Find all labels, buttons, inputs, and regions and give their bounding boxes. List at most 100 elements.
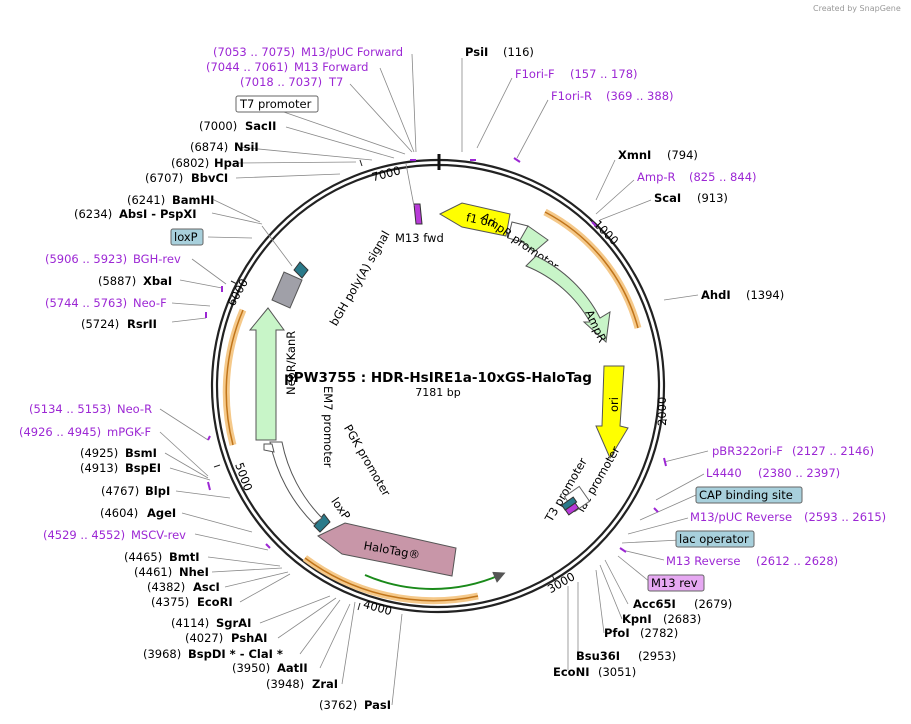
svg-text:CAP binding site: CAP binding site [699, 488, 793, 502]
svg-text:M13 fwd: M13 fwd [395, 231, 444, 245]
feature-lac-box [561, 485, 591, 516]
enzyme-bmti-pos: (4465) [124, 550, 162, 564]
primer-pbr322ori-f-pos: (2127 .. 2146) [792, 444, 874, 458]
feature-em7-promoter[interactable]: EM7 promoter [263, 386, 335, 468]
enzyme-ecori: EcoRI [197, 595, 233, 609]
feature-ampr[interactable]: AmpR [525, 255, 611, 345]
box-m13-rev[interactable]: M13 rev [647, 574, 705, 592]
enzyme-acc65i-pos: (2679) [694, 597, 732, 611]
primer-neo-r-pos: (5134 .. 5153) [29, 402, 111, 416]
feature-bgh-polya[interactable]: bGH poly(A) signal [271, 228, 393, 328]
enzyme-xbai: XbaI [143, 274, 172, 288]
enzyme-sgrai: SgrAI [216, 616, 251, 630]
enzyme-aatii-pos: (3950) [232, 661, 270, 675]
enzyme-hpai-pos: (6802) [171, 156, 209, 170]
primer-mpgk-f: mPGK-F [107, 425, 151, 439]
enzyme-psii-pos: (116) [503, 45, 534, 59]
enzyme-bmti: BmtI [169, 550, 200, 564]
enzyme-econi-pos: (3051) [598, 665, 636, 679]
enzyme-pshai-pos: (4027) [185, 631, 223, 645]
primer-m13-reverse: M13 Reverse [666, 554, 740, 568]
snapgene-credit: Created by SnapGene [813, 4, 901, 13]
connector-lines [159, 53, 709, 706]
enzyme-ahdi: AhdI [701, 288, 731, 302]
primer-m13-puc-forward-pos: (7053 .. 7075) [213, 45, 295, 59]
svg-text:loxP: loxP [174, 230, 198, 244]
primer-m13-forward: M13 Forward [294, 60, 368, 74]
enzyme-econi: EcoNI [553, 665, 589, 679]
enzyme-bamhi-pos: (6241) [127, 193, 165, 207]
enzyme-xbai-pos: (5887) [98, 274, 136, 288]
primer-f1ori-r: F1ori-R [551, 89, 592, 103]
orange-band-amp-line [544, 211, 639, 329]
feature-f1-ori[interactable]: f1 ori [438, 202, 511, 237]
svg-text:PGK promoter: PGK promoter [341, 422, 393, 499]
enzyme-pshai: PshAI [231, 631, 267, 645]
primer-t7: T7 [328, 75, 343, 89]
tick-7000: 7000 [370, 163, 402, 184]
primer-m13-puc-forward: M13/pUC Forward [301, 45, 403, 59]
enzyme-blpi: BlpI [145, 484, 170, 498]
enzyme-sacii: SacII [245, 119, 276, 133]
primer-f1ori-f: F1ori-F [515, 67, 555, 81]
box-lac-operator[interactable]: lac operator [675, 530, 755, 548]
svg-text:bGH poly(A) signal: bGH poly(A) signal [327, 228, 393, 328]
enzyme-ecori-pos: (4375) [151, 595, 189, 609]
primer-mscv-rev-pos: (4529 .. 4552) [43, 528, 125, 542]
primer-amp-r-pos: (825 .. 844) [689, 170, 757, 184]
enzyme-bamhi: BamHI [172, 193, 214, 207]
primer-pbr322ori-f: pBR322ori-F [712, 444, 783, 458]
box-loxp[interactable]: loxP [170, 228, 204, 246]
primer-m13-puc-reverse-pos: (2593 .. 2615) [804, 510, 886, 524]
primer-neo-r: Neo-R [117, 402, 152, 416]
plasmid-length: 7181 bp [415, 386, 460, 399]
tick-2000: 2000 [655, 397, 669, 426]
enzyme-ahdi-pos: (1394) [746, 288, 784, 302]
feature-neor[interactable]: NeoR/KanR [248, 307, 298, 441]
primer-m13-forward-pos: (7044 .. 7061) [206, 60, 288, 74]
box-t7-promoter[interactable]: T7 promoter [235, 95, 319, 113]
primer-m13-puc-reverse: M13/pUC Reverse [690, 510, 792, 524]
enzyme-bspdi: BspDI * - ClaI * [188, 647, 283, 661]
tick-6000: 6000 [224, 276, 251, 308]
enzyme-bspdi-pos: (3968) [143, 647, 181, 661]
enzyme-scai-pos: (913) [697, 191, 728, 205]
feature-ori[interactable]: ori [595, 365, 629, 460]
enzyme-sgrai-pos: (4114) [171, 616, 209, 630]
enzyme-scai: ScaI [654, 191, 681, 205]
enzyme-absi-pos: (6234) [74, 207, 112, 221]
enzyme-rsrii-pos: (5724) [81, 317, 119, 331]
primer-neo-f-pos: (5744 .. 5763) [45, 296, 127, 310]
svg-text:ori: ori [607, 397, 621, 412]
enzyme-absi: AbsI - PspXI [119, 207, 197, 221]
orange-band-neo-line [225, 309, 244, 446]
tick-3000: 3000 [545, 569, 577, 596]
svg-text:loxP: loxP [328, 495, 353, 522]
orange-band-halo-line [304, 557, 479, 602]
enzyme-bbvci: BbvCI [191, 171, 228, 185]
primer-f1ori-r-pos: (369 .. 388) [606, 89, 674, 103]
feature-m13-fwd[interactable]: M13 fwd [395, 203, 444, 245]
enzyme-acc65i: Acc65I [633, 597, 676, 611]
enzyme-zrai: ZraI [312, 677, 338, 691]
enzyme-blpi-pos: (4767) [101, 484, 139, 498]
feature-halotag[interactable]: HaloTag® [317, 522, 457, 577]
primer-neo-f: Neo-F [133, 296, 167, 310]
primer-f1ori-f-pos: (157 .. 178) [570, 67, 638, 81]
svg-text:lac operator: lac operator [679, 532, 749, 546]
enzyme-agei: AgeI [147, 506, 176, 520]
enzyme-asci: AscI [193, 580, 220, 594]
box-cap-binding-site[interactable]: CAP binding site [695, 486, 803, 504]
enzyme-bsu36i-pos: (2953) [638, 649, 676, 663]
enzyme-xmni: XmnI [618, 148, 651, 162]
enzyme-bsmi: BsmI [125, 446, 157, 460]
tick-4000: 4000 [362, 597, 394, 618]
primer-l4440-pos: (2380 .. 2397) [758, 466, 840, 480]
enzyme-asci-pos: (4382) [147, 580, 185, 594]
enzyme-nsii: NsiI [234, 140, 259, 154]
enzyme-bspei: BspEI [125, 461, 161, 475]
enzyme-xmni-pos: (794) [667, 148, 698, 162]
feature-loxp-upper [293, 261, 309, 279]
enzyme-pfoi-pos: (2782) [640, 626, 678, 640]
enzyme-kpni-pos: (2683) [663, 612, 701, 626]
